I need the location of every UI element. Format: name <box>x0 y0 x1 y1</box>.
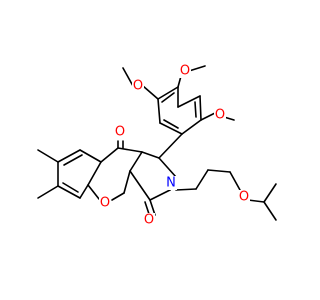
bond <box>37 149 59 163</box>
bond <box>111 192 125 201</box>
bond <box>129 170 151 201</box>
bond <box>37 185 59 199</box>
bond <box>63 154 83 166</box>
bond-layer <box>37 65 277 221</box>
bond <box>87 184 100 200</box>
bond <box>87 161 102 186</box>
bond <box>188 65 206 72</box>
bond <box>79 184 89 199</box>
bond <box>199 95 202 121</box>
bond <box>181 119 202 135</box>
bond <box>157 86 179 100</box>
bond <box>62 182 79 193</box>
ring-oxygen: O <box>99 196 111 211</box>
bond <box>161 92 175 103</box>
methoxy-oxygen-right: O <box>214 108 226 123</box>
bond <box>194 101 197 118</box>
ketone-oxygen: O <box>114 125 126 140</box>
bond <box>247 199 265 203</box>
bond <box>122 67 134 87</box>
bond <box>149 199 156 216</box>
bond <box>100 147 119 163</box>
nitrogen-atom: N <box>165 176 177 191</box>
bond <box>163 119 179 129</box>
bond <box>79 149 102 163</box>
bond <box>158 157 177 178</box>
atom-label: O <box>180 64 190 79</box>
structure-diagram: O O O O O O N O <box>37 64 277 228</box>
atom-label: O <box>215 108 225 123</box>
methoxy-oxygen-left: O <box>132 79 144 94</box>
bond <box>263 183 277 203</box>
bond <box>57 185 81 199</box>
atom-label: O <box>100 196 110 211</box>
atom-label: O <box>115 125 125 140</box>
methoxy-oxygen-top: O <box>179 64 191 79</box>
atom-label: O <box>144 213 154 228</box>
bond <box>123 170 131 194</box>
bond <box>141 151 160 159</box>
atom-label: O <box>239 190 249 205</box>
bond <box>57 149 81 163</box>
bond <box>149 189 171 201</box>
bond <box>263 201 277 221</box>
bond <box>177 95 201 108</box>
bond <box>175 188 197 191</box>
bond <box>207 169 231 173</box>
bond <box>117 147 143 153</box>
molecule-canvas: O O O O O O N O <box>37 63 277 228</box>
bond <box>229 171 241 191</box>
bond <box>158 133 183 159</box>
bond <box>159 122 183 135</box>
ether-oxygen: O <box>238 190 250 205</box>
atom-label: N <box>166 176 176 191</box>
bond <box>142 85 159 100</box>
bond <box>195 169 209 190</box>
lactam-oxygen: O <box>143 213 155 228</box>
bond <box>129 151 143 172</box>
atom-label-layer: O O O O O O N O <box>99 64 250 228</box>
atom-label: O <box>133 79 143 94</box>
bond <box>157 98 161 124</box>
